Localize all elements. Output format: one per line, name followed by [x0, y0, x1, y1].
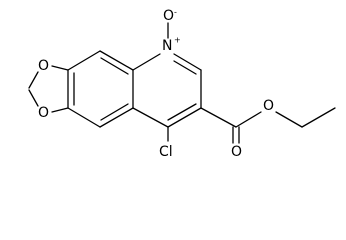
bond-ester-o-ch2 — [275, 111, 303, 128]
bond-ring1-e — [99, 107, 134, 128]
bond-ring1-b — [67, 50, 101, 71]
bond-ring2-d — [167, 107, 202, 128]
bond-ch2-ch3 — [301, 107, 336, 128]
bond-ring2-d-inner — [167, 103, 197, 121]
atom-cl: Cl — [159, 144, 173, 160]
atom-o-ester: O — [263, 98, 274, 114]
bond-carbonyl-ester-o — [235, 111, 262, 128]
charge-noxide-oxygen: - — [174, 8, 177, 17]
bond-ring2-a — [132, 53, 161, 71]
atom-o-dioxole-top: O — [38, 58, 49, 74]
bond-ch2-obottom — [28, 89, 39, 107]
bond-ring2-b — [173, 53, 202, 71]
bond-ring2-b-inner — [173, 60, 197, 75]
bond-ch2-otop — [28, 71, 39, 89]
atom-o-carbonyl: O — [231, 144, 242, 160]
bond-ring1-c-inner — [100, 57, 129, 75]
bond-obottom-c — [51, 107, 69, 113]
bond-ring1-f — [67, 107, 101, 128]
bond-ring2-e — [132, 107, 169, 128]
atom-o-noxide: O — [163, 8, 174, 24]
bond-otop-c — [51, 65, 69, 71]
bond-ring-carbonyl — [200, 107, 237, 128]
bond-ring1-c — [99, 50, 134, 71]
atom-o-dioxole-bottom: O — [38, 105, 49, 121]
bond-ring1-e-inner — [100, 103, 129, 121]
charge-nitrogen: + — [174, 36, 181, 45]
atom-n: N — [162, 38, 172, 54]
molecule-structure: O - N + O O Cl O O — [28, 8, 336, 160]
